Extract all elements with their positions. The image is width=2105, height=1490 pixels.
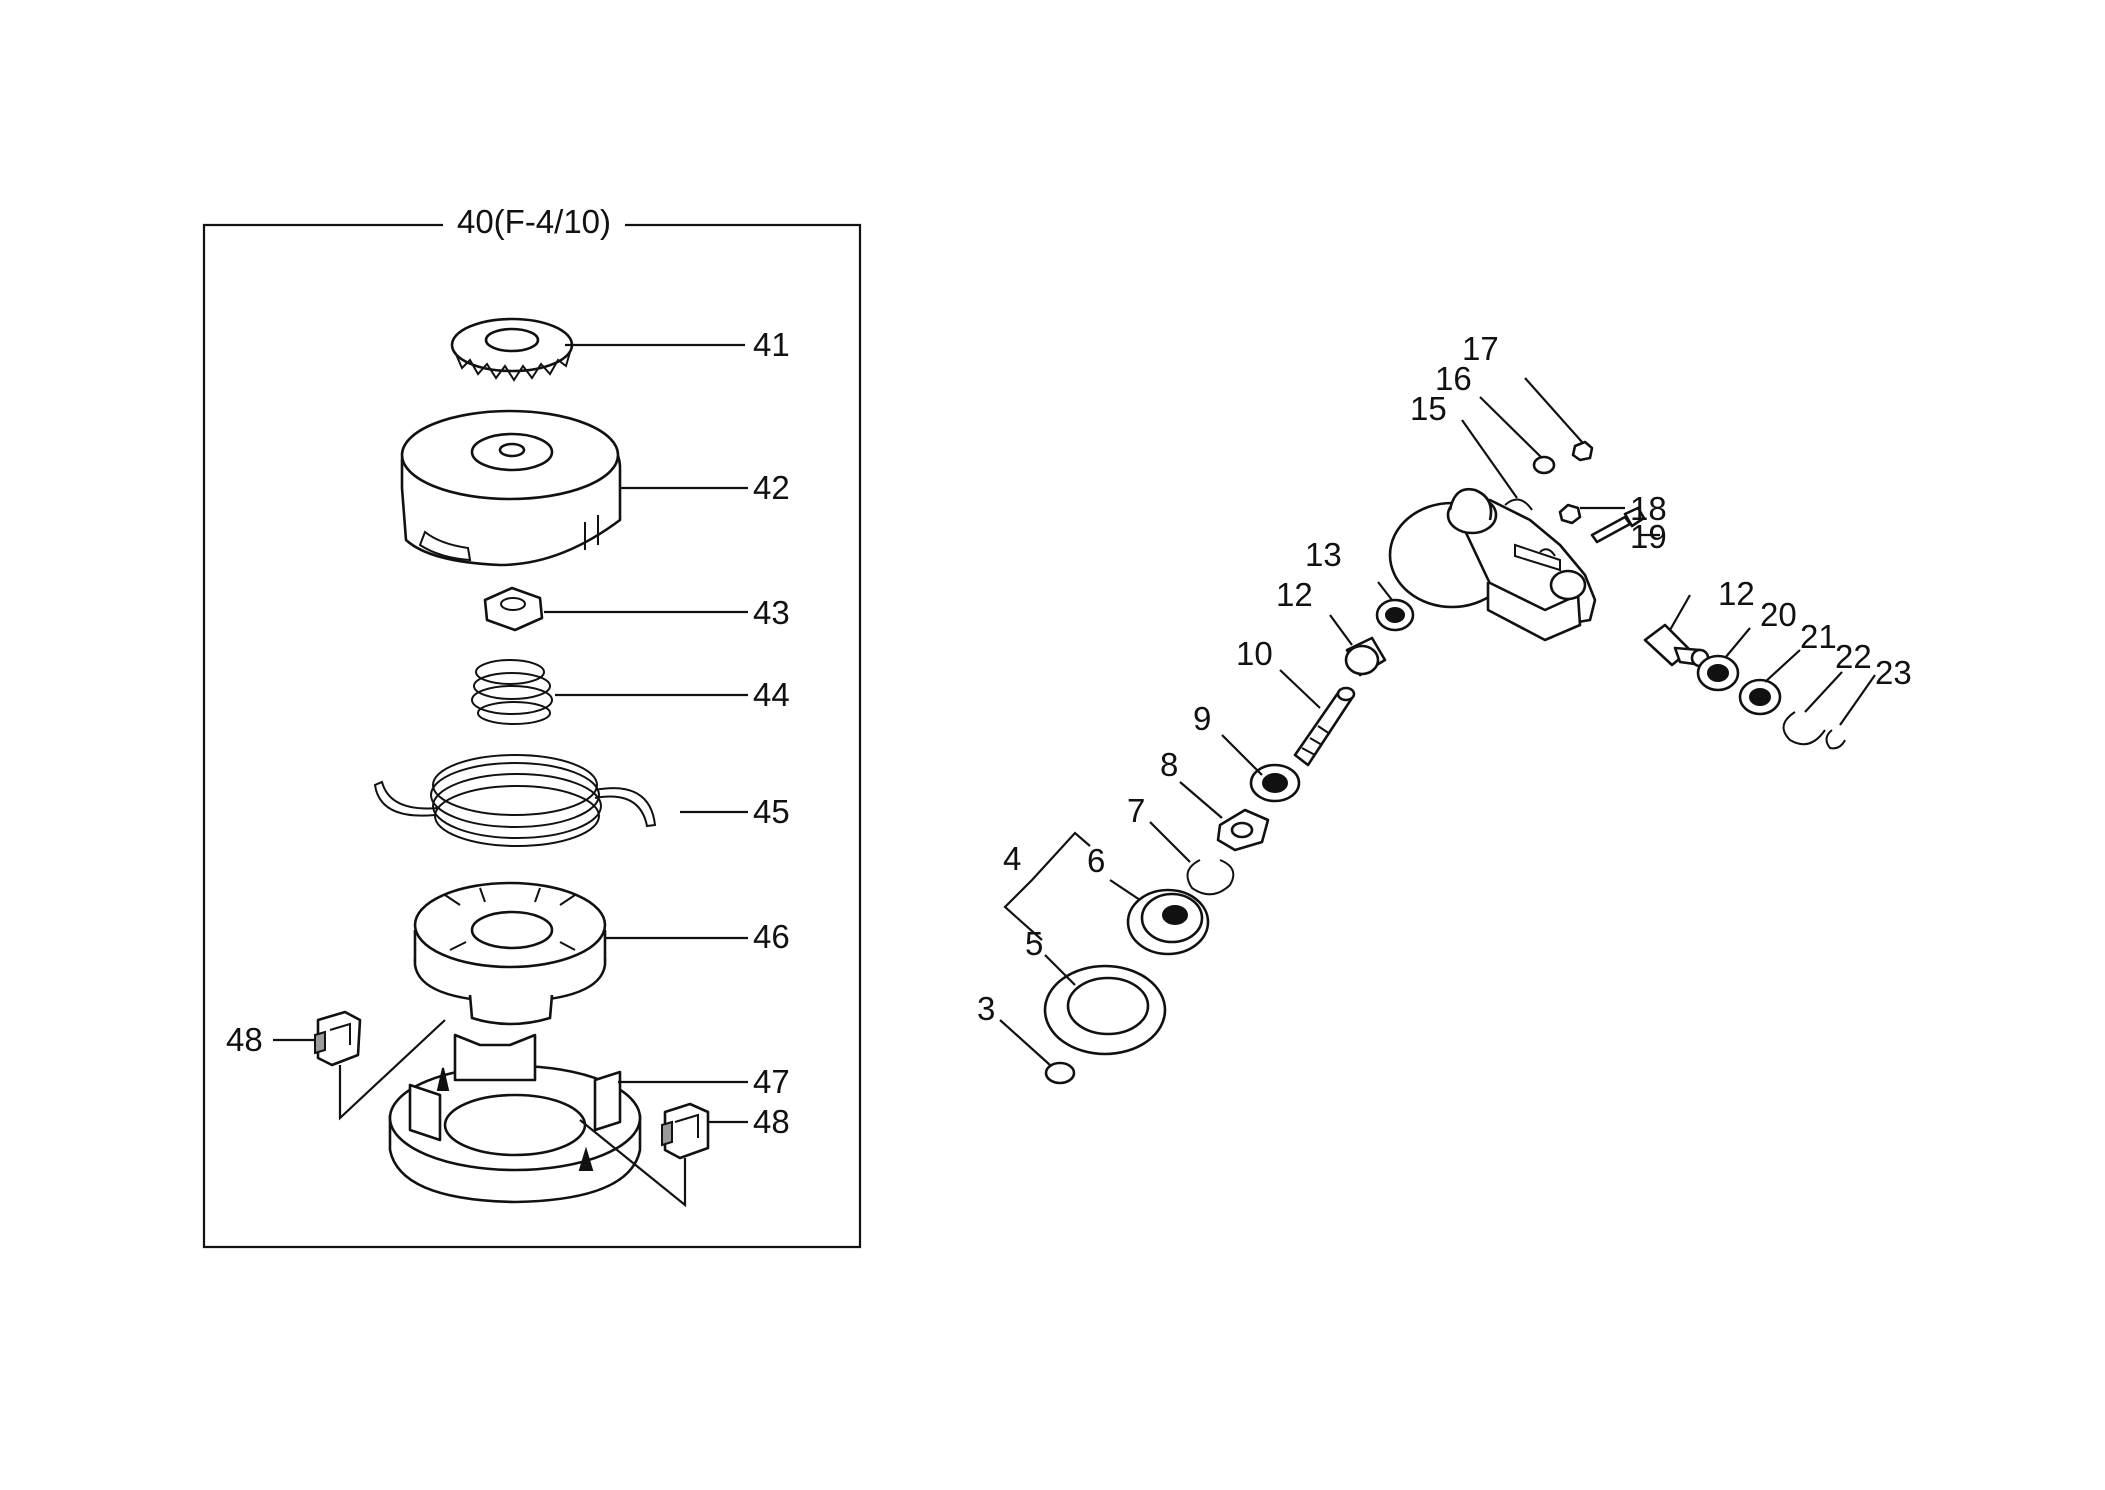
- part-19-bolt: [1590, 506, 1646, 544]
- part-10-shaft: [1293, 686, 1356, 767]
- label-6: 6: [1087, 842, 1105, 879]
- label-21: 21: [1800, 618, 1837, 655]
- gear-case-housing: [1388, 487, 1597, 642]
- part-3-oring: [1044, 1061, 1076, 1085]
- part-18-bolt: [1558, 503, 1582, 525]
- part-12-gear-upper: [1344, 636, 1387, 677]
- label-3: 3: [977, 990, 995, 1027]
- label-48-right: 48: [753, 1103, 790, 1140]
- label-7: 7: [1127, 792, 1145, 829]
- label-48-left: 48: [226, 1021, 263, 1058]
- part-45-line: [373, 754, 657, 847]
- label-4: 4: [1003, 840, 1021, 877]
- part-47-housing: [388, 1033, 642, 1204]
- inset-title: 40(F-4/10): [457, 203, 611, 240]
- part-21-bearing: [1738, 678, 1782, 716]
- part-13-bearing: [1375, 598, 1415, 632]
- label-8: 8: [1160, 746, 1178, 783]
- label-46: 46: [753, 918, 790, 955]
- label-5: 5: [1025, 925, 1043, 962]
- part-41-ring: [450, 317, 574, 382]
- label-47: 47: [753, 1063, 790, 1100]
- part-9-bearing: [1249, 763, 1301, 803]
- label-19: 19: [1630, 518, 1667, 555]
- part-8-washer: [1216, 808, 1270, 852]
- part-16-washer: [1532, 455, 1556, 475]
- part-44-spring: [471, 659, 553, 725]
- label-22: 22: [1835, 638, 1872, 675]
- label-13: 13: [1305, 536, 1342, 573]
- label-16: 16: [1435, 360, 1472, 397]
- part-48-clip-right: [661, 1102, 710, 1160]
- part-43-nut: [483, 586, 544, 632]
- label-44: 44: [753, 676, 790, 713]
- part-15-pin: [1504, 498, 1533, 511]
- trimmer-head-inset: 40(F-4/10): [202, 203, 862, 1249]
- part-22-circlip: [1782, 711, 1826, 746]
- label-9: 9: [1193, 700, 1211, 737]
- part-17-bolt: [1571, 440, 1594, 462]
- label-45: 45: [753, 793, 790, 830]
- part-5-washer: [1043, 964, 1167, 1056]
- label-17: 17: [1462, 330, 1499, 367]
- gearcase-assembly: 17 16 15 18 19 13 12 10 9 8 7 6 4 5 3 12…: [977, 330, 1912, 1085]
- part-46-spool: [413, 881, 607, 1026]
- label-23: 23: [1875, 654, 1912, 691]
- label-18: 18: [1630, 490, 1667, 527]
- label-20: 20: [1760, 596, 1797, 633]
- part-6-holder: [1126, 888, 1210, 956]
- inset-frame: [202, 223, 862, 1249]
- part-23-circlip: [1825, 729, 1846, 750]
- label-15: 15: [1410, 390, 1447, 427]
- part-12-gear-lower: [1643, 623, 1710, 668]
- label-12-upper: 12: [1276, 576, 1313, 613]
- part-20-bearing: [1696, 654, 1740, 692]
- part-48-clip-left: [314, 1010, 362, 1067]
- label-42: 42: [753, 469, 790, 506]
- part-7-circlip: [1186, 859, 1235, 896]
- label-43: 43: [753, 594, 790, 631]
- label-10: 10: [1236, 635, 1273, 672]
- label-41: 41: [753, 326, 790, 363]
- label-12-lower: 12: [1718, 575, 1755, 612]
- part-42-cover: [400, 409, 622, 567]
